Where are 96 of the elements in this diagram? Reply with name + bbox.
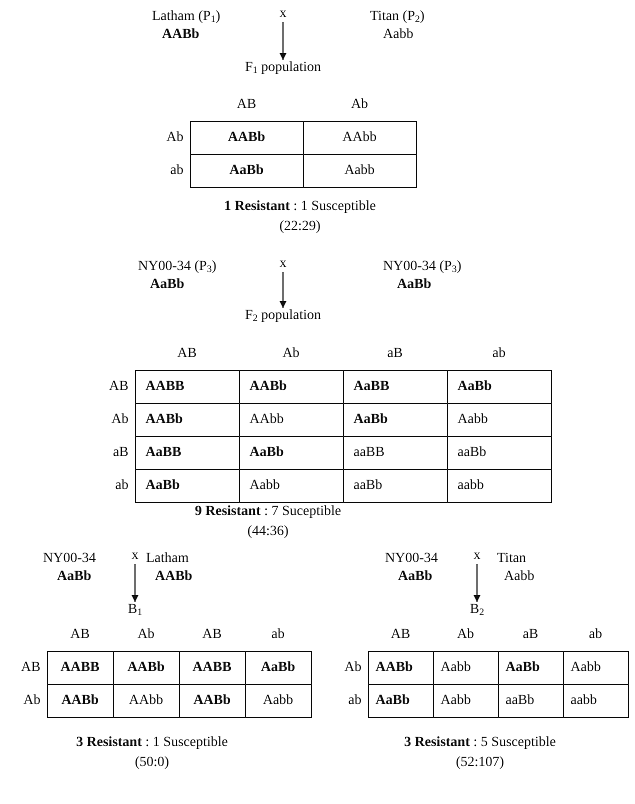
- arrow: [132, 564, 138, 602]
- gamete-label: AB: [135, 346, 239, 370]
- cross-symbol: x: [280, 256, 286, 272]
- genotype: AaBb: [57, 568, 92, 586]
- genotype-cell: AaBb: [498, 652, 563, 684]
- ratio-text: 3 Resistant : 1 Susceptible: [76, 734, 228, 752]
- gamete-label: ab: [245, 627, 311, 652]
- population-label: B$_{1}$: [128, 602, 142, 618]
- count-text: (52:107): [456, 754, 504, 772]
- genotype-cell: AAbb: [239, 404, 343, 436]
- ratio-text: 1 Resistant : 1 Susceptible: [224, 198, 376, 216]
- cross-symbol: x: [132, 548, 138, 564]
- parent-name: NY00-34: [43, 550, 96, 568]
- genotype-cell: AABb: [190, 122, 303, 154]
- genotype-cell: AABb: [47, 684, 113, 718]
- genotype-cell: AaBb: [368, 684, 433, 718]
- genotype-cell: AaBb: [190, 154, 303, 188]
- population-label: F$_{2}$ population: [244, 308, 322, 324]
- genotype-cell: AABB: [47, 652, 113, 684]
- genotype-cell: AABb: [368, 652, 433, 684]
- parent-name: Titan: [497, 550, 526, 568]
- genotype: AABb: [162, 26, 200, 44]
- gamete-label: aB: [498, 627, 563, 652]
- arrow: [474, 564, 480, 602]
- genotype-cell: aaBb: [343, 470, 447, 502]
- gamete-label: AB: [368, 627, 433, 652]
- cross-symbol: x: [280, 6, 286, 22]
- gamete-label: AB: [12, 652, 47, 684]
- parent-name: Latham (P$_{1}$): [152, 8, 220, 26]
- genotype-cell: Aabb: [239, 470, 343, 502]
- gamete-label: aB: [100, 436, 135, 470]
- parent-name: Titan (P$_{2}$): [370, 8, 425, 26]
- gamete-label: Ab: [150, 122, 190, 154]
- genotype-cell: AABB: [135, 370, 239, 404]
- genotype-cell: aaBB: [343, 436, 447, 470]
- genotype-cell: AABb: [113, 652, 179, 684]
- ratio-text: 9 Resistant : 7 Suceptible: [194, 503, 342, 521]
- genotype-cell: Aabb: [245, 684, 311, 718]
- gamete-label: Ab: [303, 97, 416, 122]
- genotype-cell: AaBb: [239, 436, 343, 470]
- gamete-label: Ab: [333, 652, 368, 684]
- genotype: AaBb: [397, 276, 432, 294]
- gamete-label: AB: [179, 627, 245, 652]
- gamete-label: Ab: [433, 627, 498, 652]
- gamete-label: ab: [447, 346, 551, 370]
- genotype-cell: aabb: [447, 470, 551, 502]
- gamete-label: ab: [100, 470, 135, 502]
- genotype-cell: Aabb: [563, 652, 628, 684]
- arrow: [280, 272, 286, 308]
- gamete-label: Ab: [12, 684, 47, 718]
- genotype: AaBb: [398, 568, 432, 586]
- genotype-cell: AaBb: [447, 370, 551, 404]
- genotype-cell: aaBb: [498, 684, 563, 718]
- genotype-cell: Aabb: [433, 652, 498, 684]
- genotype-cell: AABB: [179, 652, 245, 684]
- genotype-cell: AaBb: [245, 652, 311, 684]
- gamete-label: aB: [343, 346, 447, 370]
- gamete-label: AB: [47, 627, 113, 652]
- gamete-label: AB: [100, 370, 135, 404]
- genotype-cell: AABb: [239, 370, 343, 404]
- genotype: Aabb: [504, 568, 534, 586]
- gamete-label: ab: [333, 684, 368, 718]
- parent-name: NY00-34: [385, 550, 438, 568]
- genotype-cell: AaBB: [343, 370, 447, 404]
- genotype-cell: AAbb: [303, 122, 416, 154]
- gamete-label: Ab: [239, 346, 343, 370]
- population-label: B$_{2}$: [470, 602, 484, 618]
- genotype-cell: Aabb: [447, 404, 551, 436]
- genotype-cell: AaBb: [135, 470, 239, 502]
- ratio-text: 3 Resistant : 5 Susceptible: [404, 734, 556, 752]
- genotype-cell: Aabb: [433, 684, 498, 718]
- count-text: (22:29): [279, 218, 321, 236]
- genotype-cell: AaBB: [135, 436, 239, 470]
- gamete-label: AB: [190, 97, 303, 122]
- gamete-label: Ab: [100, 404, 135, 436]
- gamete-label: Ab: [113, 627, 179, 652]
- parent-name: Latham: [146, 550, 189, 568]
- genotype-cell: AAbb: [113, 684, 179, 718]
- genotype-cell: aaBb: [447, 436, 551, 470]
- genotype: AaBb: [150, 276, 184, 294]
- genotype-cell: AaBb: [343, 404, 447, 436]
- count-text: (44:36): [247, 523, 289, 541]
- genotype: Aabb: [383, 26, 414, 44]
- population-label: F$_{1}$ population: [244, 60, 322, 76]
- genotype: AABb: [155, 568, 192, 586]
- gamete-label: ab: [563, 627, 628, 652]
- genotype-cell: AABb: [179, 684, 245, 718]
- arrow: [280, 22, 286, 60]
- count-text: (50:0): [134, 754, 170, 772]
- cross-symbol: x: [474, 548, 480, 564]
- parent-name: NY00-34 (P$_{3}$): [383, 258, 462, 276]
- genotype-cell: AABb: [135, 404, 239, 436]
- genotype-cell: aabb: [563, 684, 628, 718]
- genotype-cell: Aabb: [303, 154, 416, 188]
- gamete-label: ab: [150, 154, 190, 188]
- parent-name: NY00-34 (P$_{3}$): [138, 258, 216, 276]
